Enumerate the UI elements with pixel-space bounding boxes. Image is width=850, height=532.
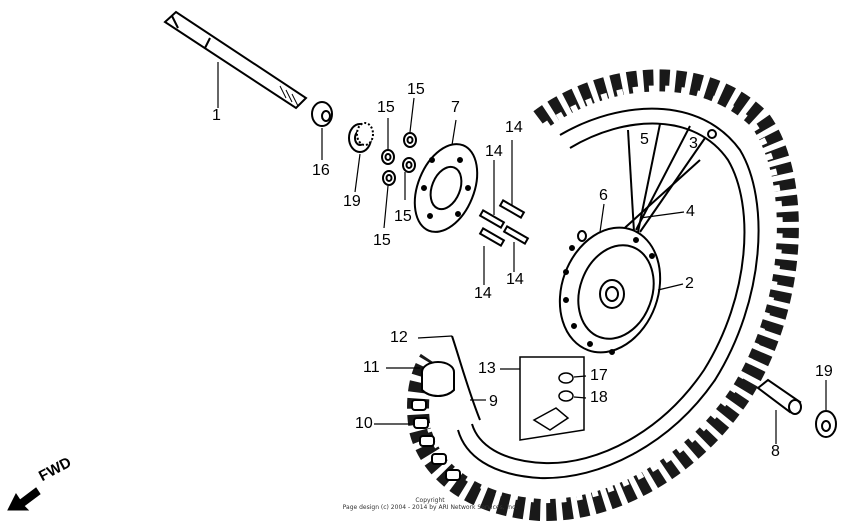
arrow-down-left-icon — [7, 487, 41, 511]
callout-14-d: 14 — [506, 271, 524, 288]
callout-2: 2 — [685, 275, 694, 292]
callout-17: 17 — [590, 367, 608, 384]
brake-disc — [413, 143, 479, 233]
callout-19-b: 19 — [815, 363, 833, 380]
forward-direction-indicator: FWD — [6, 454, 86, 514]
wheel-bearing-right — [815, 410, 837, 438]
callout-19-a: 19 — [343, 193, 361, 210]
spoke-nipple — [577, 230, 587, 242]
copyright-notice: Page design (c) 2004 - 2014 by ARI Netwo… — [342, 504, 518, 511]
spokes — [617, 123, 717, 235]
callout-4: 4 — [686, 203, 695, 220]
callout-15-c: 15 — [373, 232, 391, 249]
callout-15-d: 15 — [394, 208, 412, 225]
tube-and-rim-band — [421, 335, 481, 421]
callout-1: 1 — [212, 107, 221, 124]
rim — [457, 107, 760, 480]
copyright-title: Copyright — [415, 497, 445, 504]
callout-14-c: 14 — [474, 285, 492, 302]
callout-15-b: 15 — [407, 81, 425, 98]
callout-9: 9 — [489, 393, 498, 410]
tire-tread-lower — [411, 399, 461, 481]
callout-13: 13 — [478, 360, 496, 377]
callout-12: 12 — [390, 329, 408, 346]
callout-14-b: 14 — [505, 119, 523, 136]
rim-lock-set — [519, 356, 585, 441]
brake-disc-nuts — [381, 132, 417, 186]
callout-5: 5 — [640, 131, 649, 148]
callout-11: 11 — [363, 359, 380, 376]
callout-14-a: 14 — [485, 143, 503, 160]
callout-3: 3 — [689, 135, 698, 152]
leader-lines — [217, 62, 827, 444]
callout-6: 6 — [599, 187, 608, 204]
axle-collar — [311, 101, 333, 127]
stud-bolts — [478, 199, 530, 247]
wheel-hub — [558, 226, 662, 355]
distance-collar — [756, 378, 802, 415]
wheel-bearing-left — [348, 122, 374, 153]
callout-10: 10 — [355, 415, 373, 432]
callout-7: 7 — [451, 99, 460, 116]
callout-15-a: 15 — [377, 99, 395, 116]
callout-18: 18 — [590, 389, 608, 406]
callout-16: 16 — [312, 162, 330, 179]
axle — [163, 10, 308, 110]
copyright-footer: Copyright Page design (c) 2004 - 2014 by… — [330, 497, 530, 511]
callout-8: 8 — [771, 443, 780, 460]
